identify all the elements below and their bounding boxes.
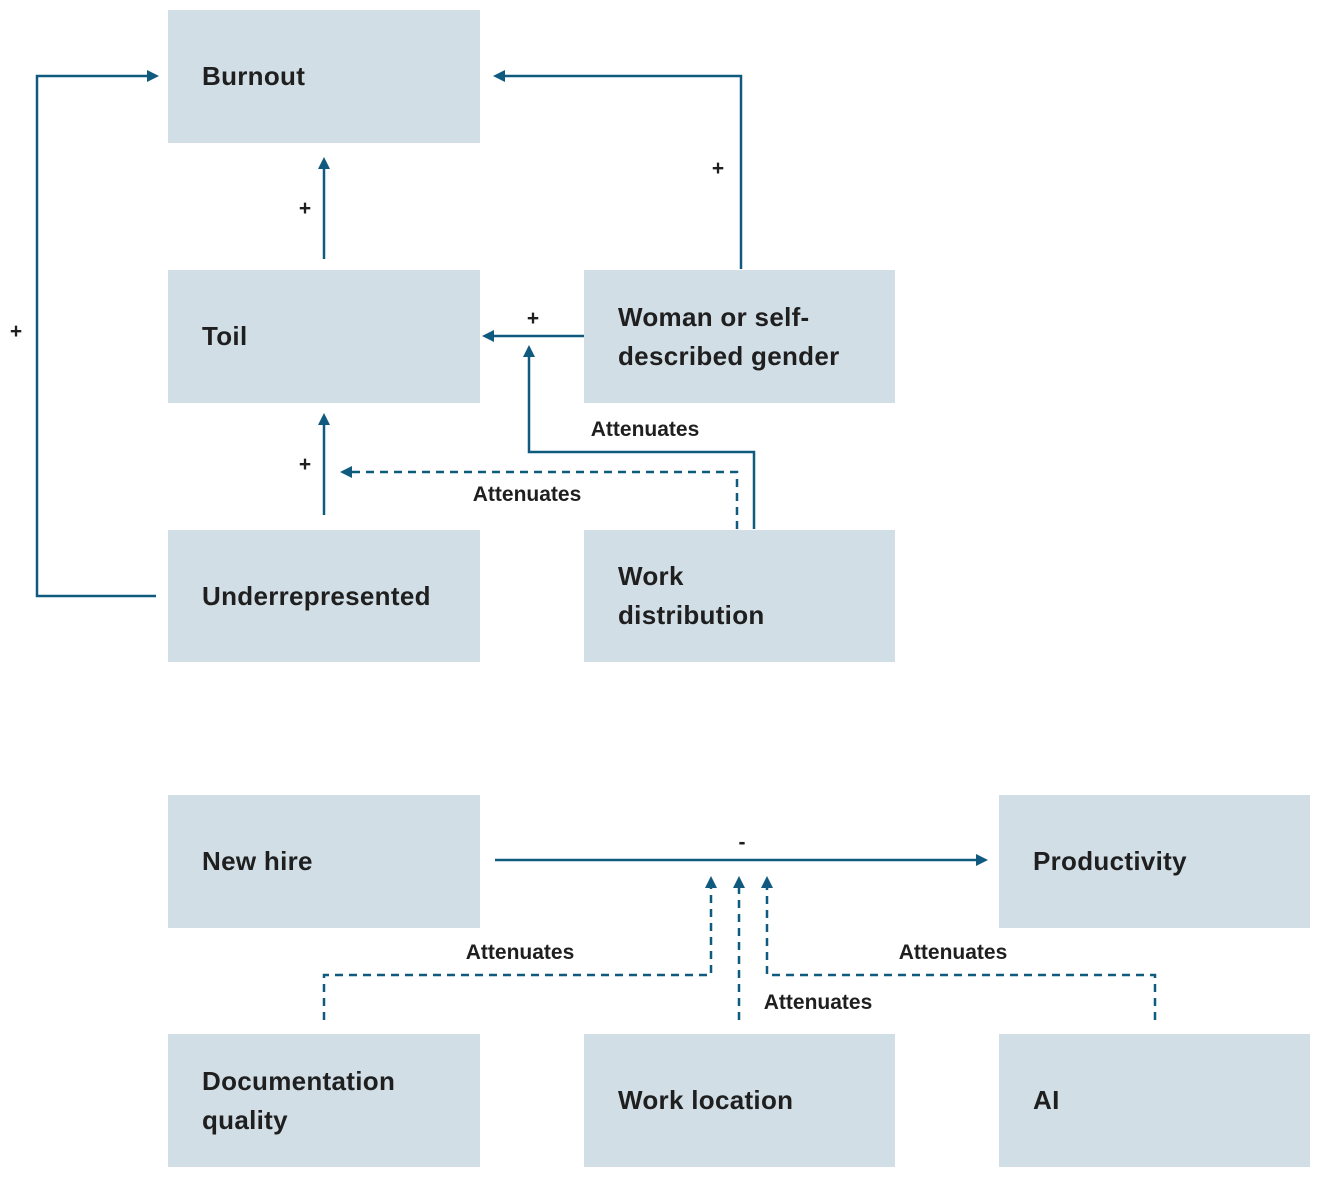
node-toil-label: Toil [202, 321, 248, 351]
node-burnout-label: Burnout [202, 61, 306, 91]
label-workdist-attenuates-woman-toil: Attenuates [591, 418, 700, 441]
node-work-location: Work location [584, 1034, 895, 1167]
label-woman-toil: + [527, 307, 539, 330]
node-work-location-label: Work location [618, 1085, 794, 1115]
node-burnout: Burnout [168, 10, 480, 143]
edge-ai-attenuates [761, 876, 1157, 1020]
node-productivity-label: Productivity [1033, 846, 1187, 876]
node-ai-label: AI [1033, 1085, 1060, 1115]
node-new-hire-label: New hire [202, 846, 313, 876]
node-work-distribution-label: Work distribution [618, 561, 765, 630]
node-woman: Woman or self-described gender [584, 270, 895, 403]
label-woman-burnout: + [712, 157, 724, 180]
node-underrepresented-label: Underrepresented [202, 580, 431, 611]
label-toil-burnout: + [299, 197, 311, 220]
edge-docquality-attenuates [322, 876, 717, 1020]
edge-workdist-attenuates-woman-toil [523, 345, 756, 529]
edge-workdist-attenuates-underrep-toil [340, 466, 739, 529]
label-underrep-burnout: + [10, 320, 22, 343]
label-docquality-attenuates: Attenuates [466, 941, 575, 964]
node-documentation-quality-label: Documentation quality [202, 1065, 396, 1135]
node-new-hire: New hire [168, 795, 480, 928]
node-toil: Toil [168, 270, 480, 403]
label-newhire-productivity: - [739, 831, 746, 854]
node-documentation-quality: Documentation quality [168, 1034, 480, 1167]
node-woman-label: Woman or self-described gender [618, 301, 840, 371]
node-underrepresented: Underrepresented [168, 530, 480, 662]
label-ai-attenuates: Attenuates [899, 941, 1008, 964]
edge-underrep-to-burnout [35, 70, 159, 598]
edge-woman-to-burnout [493, 70, 743, 269]
node-work-distribution: Work distribution [584, 530, 895, 662]
label-worklocation-attenuates: Attenuates [764, 991, 873, 1014]
label-underrep-toil: + [299, 453, 311, 476]
node-ai: AI [999, 1034, 1310, 1167]
node-productivity: Productivity [999, 795, 1310, 928]
label-workdist-attenuates-underrep-toil: Attenuates [473, 483, 582, 506]
